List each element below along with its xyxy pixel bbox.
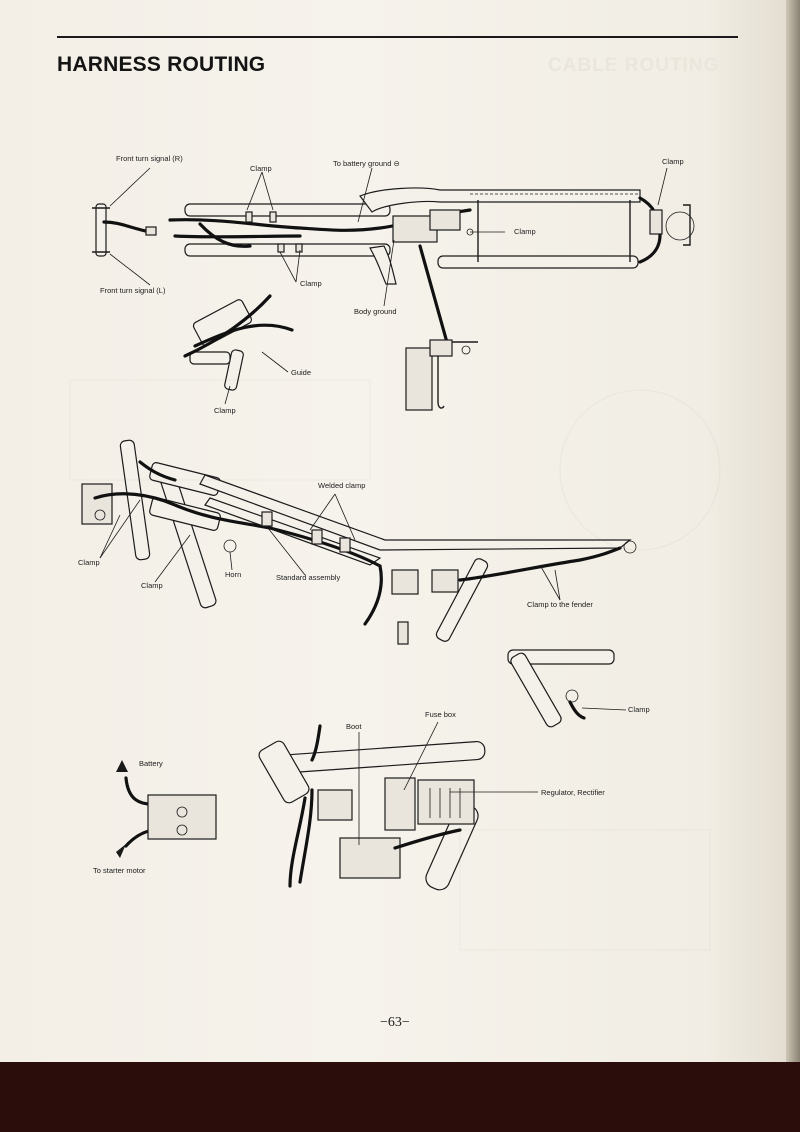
label-guide: Guide [291, 368, 312, 377]
label-clamp-right: Clamp [662, 157, 684, 166]
clamp-inset-diagram [507, 649, 627, 728]
label-clamp-to-fender: Clamp to the fender [527, 600, 593, 609]
manual-page [0, 0, 786, 1062]
side-view-diagram [81, 439, 637, 645]
label-clamp-left: Clamp [78, 558, 100, 567]
label-clamp-lower: Clamp [300, 279, 322, 288]
label-front-turn-signal-r: Front turn signal (R) [116, 154, 183, 163]
label-fuse-box: Fuse box [425, 710, 456, 719]
label-boot: Boot [346, 722, 362, 731]
label-to-starter-motor: To starter motor [93, 866, 146, 875]
label-horn: Horn [225, 570, 242, 579]
label-regulator-rectifier: Regulator, Rectifier [541, 788, 605, 797]
battery-area-diagram [116, 721, 538, 891]
label-standard-assembly: Standard assembly [276, 573, 341, 582]
book-spine [786, 0, 800, 1062]
page-title: HARNESS ROUTING [57, 53, 266, 76]
label-clamp-mid: Clamp [514, 227, 536, 236]
label-battery: Battery [139, 759, 163, 768]
bleed-through-text: CABLE ROUTING [548, 55, 720, 76]
label-clamp-inset: Clamp [628, 705, 650, 714]
top-view-diagram [92, 167, 695, 411]
bleed-through-art [69, 379, 721, 951]
label-clamp-guide: Clamp [214, 406, 236, 415]
label-body-ground: Body ground [354, 307, 397, 316]
label-clamp-top: Clamp [250, 164, 272, 173]
label-front-turn-signal-l: Front turn signal (L) [100, 286, 166, 295]
page-number: −63− [380, 1015, 410, 1030]
scan-background [0, 1062, 800, 1132]
label-welded-clamp: Welded clamp [318, 481, 366, 490]
header-rule [57, 36, 738, 38]
label-clamp-center: Clamp [141, 581, 163, 590]
label-to-battery-ground: To battery ground ⊖ [333, 159, 400, 168]
